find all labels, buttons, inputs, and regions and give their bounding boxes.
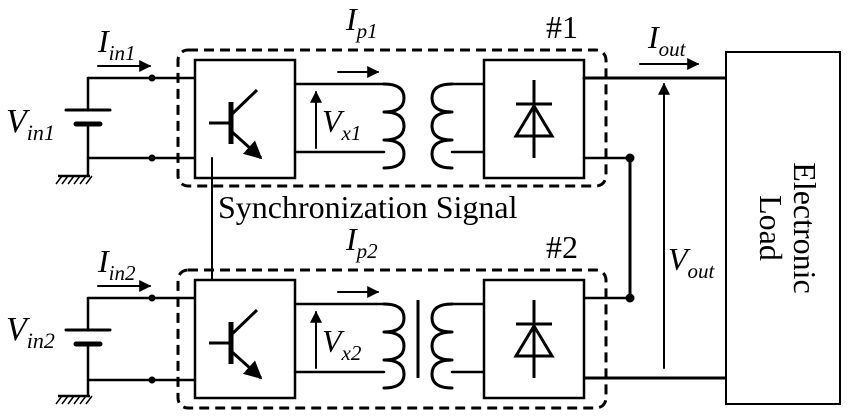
iin1-label: Iin1 bbox=[97, 23, 136, 65]
module-1: Vin1 Iin1 Ip1 Vx1 #1 bbox=[6, 1, 608, 188]
switch-box-1 bbox=[195, 60, 295, 178]
load-label-line1: Electronic bbox=[787, 162, 823, 293]
ip2-label: Ip2 bbox=[345, 221, 378, 263]
rectifier-box-2 bbox=[482, 278, 586, 400]
sync-label: Synchronization Signal bbox=[218, 189, 518, 225]
module-1-dashed-border bbox=[176, 48, 608, 188]
transformer-2 bbox=[382, 300, 454, 390]
voltage-source-1 bbox=[54, 60, 197, 186]
vin1-label: Vin1 bbox=[6, 103, 55, 145]
vx1-label: Vx1 bbox=[322, 103, 361, 145]
vout-label: Vout bbox=[668, 241, 716, 283]
switch-box-2 bbox=[195, 280, 295, 398]
module-2: Vin2 Iin2 Ip2 Vx2 #2 bbox=[6, 221, 608, 410]
vx2-label: Vx2 bbox=[322, 323, 362, 365]
vin2-label: Vin2 bbox=[6, 311, 55, 353]
electronic-load: Electronic Load bbox=[725, 51, 841, 405]
module-2-id: #2 bbox=[546, 229, 578, 265]
load-label-line2: Load bbox=[753, 195, 789, 261]
transformer-1 bbox=[382, 82, 454, 170]
rectifier-box-1 bbox=[482, 58, 586, 180]
ip1-label: Ip1 bbox=[345, 1, 378, 43]
iout-label: Iout bbox=[647, 19, 687, 61]
voltage-source-2 bbox=[54, 280, 197, 406]
module-2-dashed-border bbox=[176, 268, 608, 410]
iin2-label: Iin2 bbox=[97, 243, 136, 285]
module-1-id: #1 bbox=[546, 9, 578, 45]
